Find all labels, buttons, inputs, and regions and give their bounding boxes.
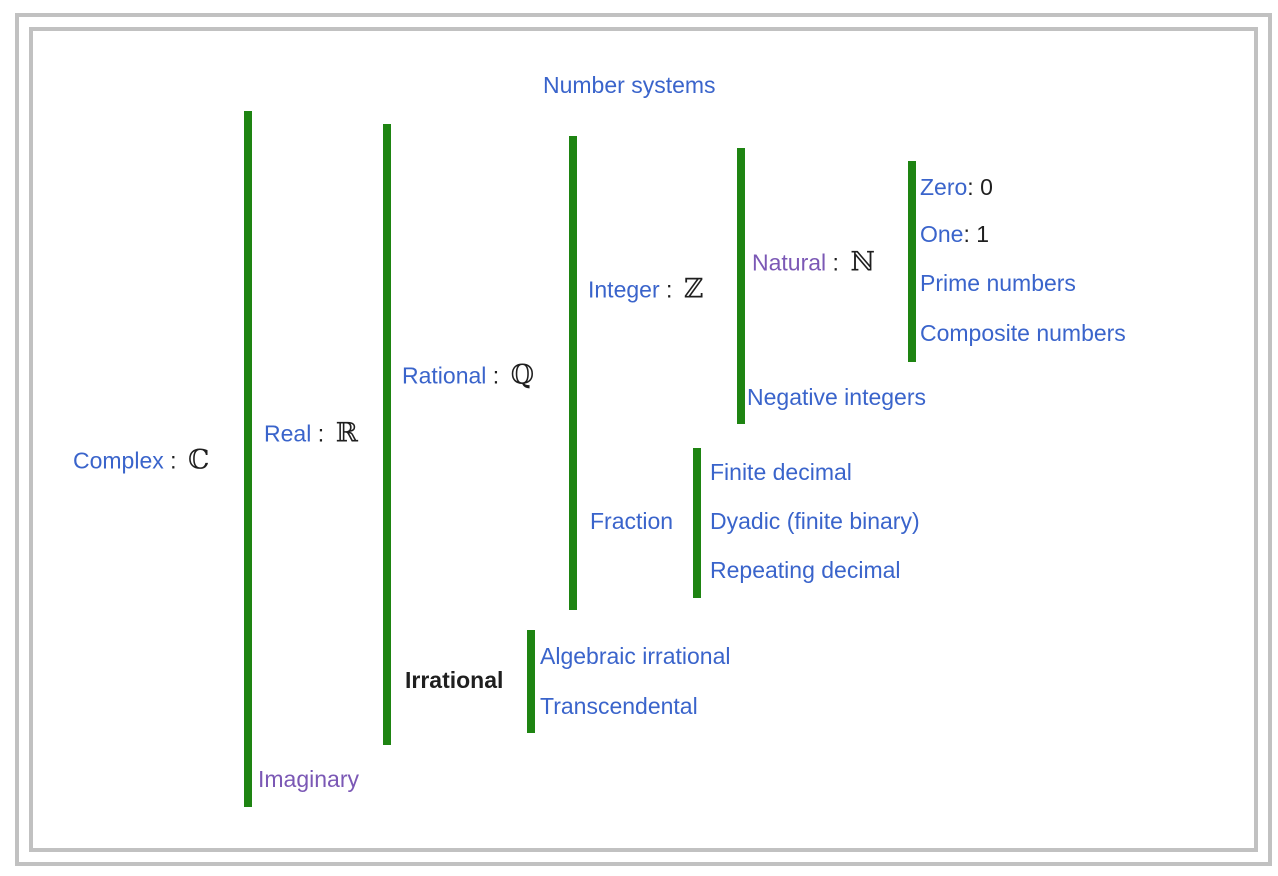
node-integer-colon: : [659, 276, 679, 303]
node-finite-decimal: Finite decimal [710, 458, 852, 485]
node-rational: Rational : ℚ [402, 359, 534, 390]
diagram-title: Number systems [543, 71, 716, 98]
node-complex-colon: : [163, 447, 183, 474]
node-complex: Complex : ℂ [73, 444, 209, 475]
complex-divider-bar [244, 111, 252, 807]
outer-frame [15, 13, 1272, 866]
node-integer-name: Integer [588, 276, 660, 303]
node-integer: Integer : ℤ [588, 273, 704, 304]
node-dyadic: Dyadic (finite binary) [710, 507, 920, 534]
real-divider-bar [383, 124, 391, 745]
node-prime-numbers: Prime numbers [920, 269, 1076, 296]
node-natural-colon: : [826, 249, 846, 276]
rational-divider-bar [569, 136, 577, 610]
node-real: Real : ℝ [264, 417, 358, 448]
rational-symbol: ℚ [510, 359, 535, 391]
node-one-colon: : [963, 220, 977, 247]
node-irrational: Irrational [405, 666, 504, 693]
node-natural-name: Natural [752, 249, 827, 276]
node-transcendental: Transcendental [540, 692, 698, 719]
fraction-divider-bar [693, 448, 701, 598]
node-one: One: 1 [920, 221, 989, 247]
node-fraction: Fraction [590, 507, 674, 534]
node-repeating-decimal: Repeating decimal [710, 556, 901, 583]
natural-divider-bar [908, 161, 916, 362]
node-zero-value: 0 [980, 173, 993, 200]
node-zero-colon: : [967, 173, 981, 200]
node-composite-numbers: Composite numbers [920, 319, 1126, 346]
node-zero: Zero: 0 [920, 174, 993, 200]
node-negative-integers: Negative integers [747, 383, 926, 410]
node-complex-name: Complex [73, 447, 164, 474]
real-symbol: ℝ [335, 417, 358, 449]
natural-symbol: ℕ [850, 246, 876, 278]
node-one-value: 1 [976, 220, 990, 247]
node-one-name: One [920, 220, 964, 247]
integer-divider-bar [737, 148, 745, 424]
irrational-divider-bar [527, 630, 535, 733]
node-real-colon: : [311, 420, 331, 447]
node-algebraic-irrational: Algebraic irrational [540, 642, 731, 669]
node-real-name: Real [264, 420, 312, 447]
node-imaginary: Imaginary [258, 765, 359, 792]
complex-symbol: ℂ [187, 444, 210, 476]
inner-frame [29, 27, 1258, 852]
node-rational-name: Rational [402, 362, 487, 389]
node-natural: Natural : ℕ [752, 246, 875, 277]
integer-symbol: ℤ [683, 273, 704, 305]
node-zero-name: Zero [920, 173, 968, 200]
node-rational-colon: : [486, 362, 506, 389]
